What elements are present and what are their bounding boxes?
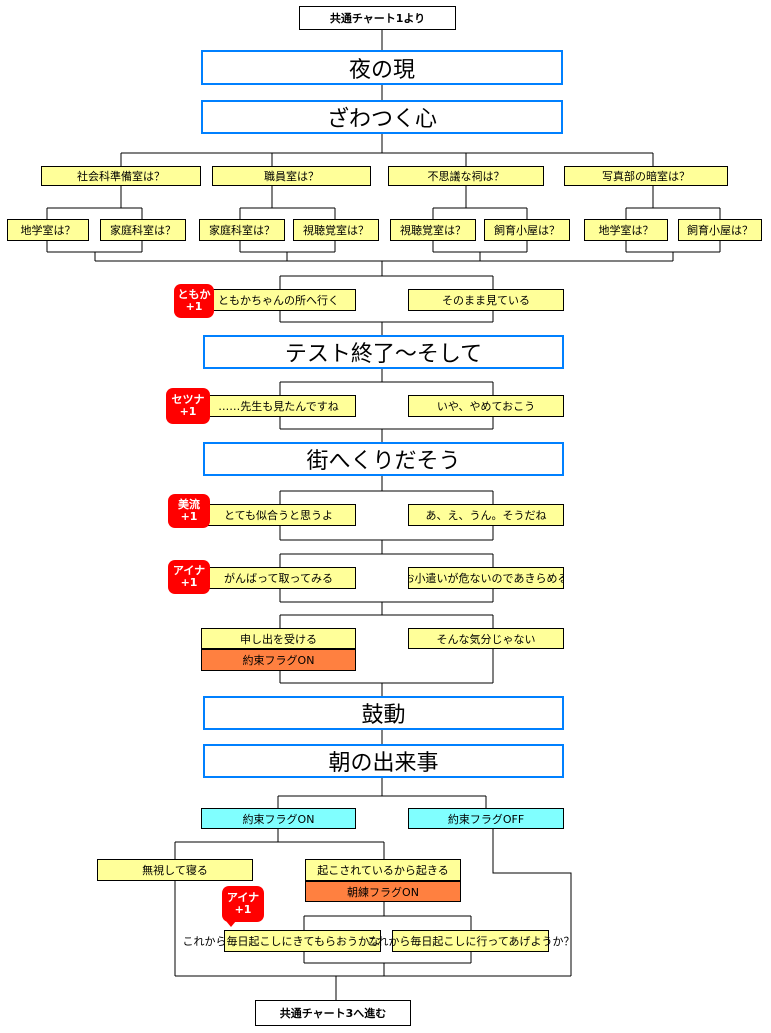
badge-name: アイナ — [172, 564, 206, 577]
choice-stop[interactable]: いや、やめておこう — [408, 395, 564, 417]
badge-tail — [226, 921, 236, 927]
route-promise-off: 約束フラグOFF — [408, 808, 564, 829]
sub-room-choice[interactable]: 飼育小屋は？ — [678, 219, 762, 241]
badge-points: +1 — [180, 510, 198, 523]
choice-yes-right[interactable]: あ、え、うん。そうだね — [408, 504, 564, 526]
choice-go-to-tomoka[interactable]: ともかちゃんの所へ行く — [201, 289, 356, 311]
choice-ignore-sleep[interactable]: 無視して寝る — [97, 859, 253, 881]
choice-keep-watching[interactable]: そのまま見ている — [408, 289, 564, 311]
sub-room-choice[interactable]: 地学室は？ — [7, 219, 89, 241]
badge-name: ともか — [177, 288, 211, 301]
start-chart-label: 共通チャート1より — [299, 6, 456, 30]
badge-points: +1 — [180, 576, 198, 589]
sub-room-choice[interactable]: 家庭科室は？ — [199, 219, 285, 241]
choice-accept-offer[interactable]: 申し出を受ける — [201, 628, 356, 649]
choice-wake-up[interactable]: 起こされているから起きる — [305, 859, 461, 881]
choice-i-will-wake-you[interactable]: これから毎日起こしに行ってあげようか？ — [366, 930, 575, 952]
flag-morning-practice-on: 朝練フラグON — [305, 881, 461, 902]
badge-name: セツナ — [171, 393, 205, 406]
room-choice[interactable]: 写真部の暗室は？ — [564, 166, 728, 186]
flag-promise-on: 約束フラグON — [201, 649, 356, 671]
choice-looks-good[interactable]: とても似合うと思うよ — [201, 504, 356, 526]
scene-title-town: 街へくりだそう — [203, 442, 564, 476]
badge-points: +1 — [179, 405, 197, 418]
affection-badge-miru: 美流 +1 — [168, 494, 210, 528]
badge-name: 美流 — [178, 498, 200, 511]
sub-room-choice[interactable]: 視聴覚室は？ — [293, 219, 379, 241]
scene-title-morning: 朝の出来事 — [203, 744, 564, 778]
badge-points: +1 — [234, 903, 252, 916]
affection-badge-aina-morning: アイナ +1 — [222, 886, 264, 927]
sub-room-choice[interactable]: 飼育小屋は？ — [484, 219, 570, 241]
choice-try-to-get[interactable]: がんばって取ってみる — [201, 567, 356, 589]
route-promise-on: 約束フラグON — [201, 808, 356, 829]
sub-room-choice[interactable]: 家庭科室は？ — [100, 219, 186, 241]
choice-not-in-mood[interactable]: そんな気分じゃない — [408, 628, 564, 649]
badge-name: アイナ — [226, 891, 260, 904]
end-chart-label: 共通チャート3へ進む — [255, 1000, 411, 1026]
sub-room-choice[interactable]: 視聴覚室は？ — [390, 219, 476, 241]
choice-come-wake-me[interactable]: これから毎日起こしにきてもらおうかな — [183, 930, 381, 952]
badge-points: +1 — [185, 300, 203, 313]
scene-title-heartbeat: 鼓動 — [203, 696, 564, 730]
affection-badge-setsuna: セツナ +1 — [166, 388, 210, 424]
choice-teacher-saw[interactable]: ……先生も見たんですね — [201, 395, 356, 417]
scene-title-test-end: テスト終了～そして — [203, 335, 564, 369]
affection-badge-tomoka: ともか +1 — [174, 284, 214, 318]
room-choice[interactable]: 職員室は？ — [212, 166, 371, 186]
room-choice[interactable]: 不思議な祠は？ — [388, 166, 544, 186]
scene-title-uneasy: ざわつく心 — [201, 100, 563, 134]
scene-title-night: 夜の現 — [201, 50, 563, 85]
affection-badge-aina: アイナ +1 — [168, 560, 210, 594]
room-choice[interactable]: 社会科準備室は？ — [41, 166, 201, 186]
choice-give-up[interactable]: お小遣いが危ないのであきらめる — [408, 567, 564, 589]
sub-room-choice[interactable]: 地学室は？ — [584, 219, 668, 241]
